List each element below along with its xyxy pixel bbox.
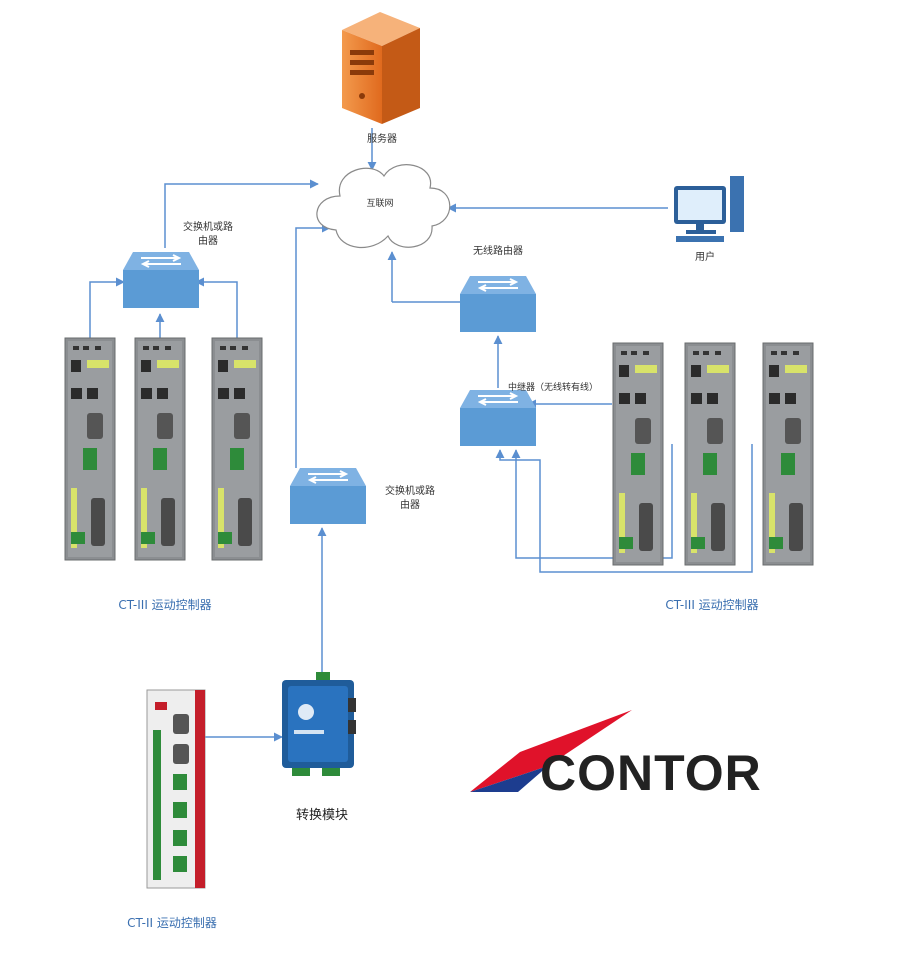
link-ct3r-2 <box>511 444 673 559</box>
switch-icon-top <box>122 251 200 309</box>
server-icon <box>342 12 420 124</box>
converter-label: 转换模块 <box>295 808 349 823</box>
ct2-label: CT-II 运动控制器 <box>127 916 217 930</box>
controller-icon <box>762 342 814 566</box>
contor-logo: CONTOR <box>470 710 762 801</box>
controller-icon-ct2 <box>146 689 206 889</box>
link-ct3l-3 <box>195 277 238 338</box>
svg-text:CONTOR: CONTOR <box>540 745 762 801</box>
computer-icon <box>674 176 744 242</box>
converter-icon <box>282 672 356 776</box>
connections <box>89 128 753 742</box>
switch-icon-wireless <box>459 275 537 333</box>
controller-icon <box>211 337 263 561</box>
repeater-label: 中继器（无线转有线） <box>508 383 599 393</box>
ct3-left-label: CT-III 运动控制器 <box>118 598 212 612</box>
ct3-right-label: CT-III 运动控制器 <box>665 598 759 612</box>
controller-icon <box>612 342 664 566</box>
link-switchmid-cloud <box>295 223 331 468</box>
link-ct3r-3 <box>495 444 753 573</box>
switch-mid-label-line1: 交换机或路 <box>385 486 435 497</box>
switch-mid-label-line2: 由器 <box>400 500 420 511</box>
controller-icon <box>684 342 736 566</box>
switch-icon-mid <box>289 467 367 525</box>
switch-icon-repeater <box>459 389 537 447</box>
user-label: 用户 <box>695 252 715 263</box>
switch-top-label-line1: 交换机或路 <box>183 222 233 233</box>
link-switch-cloud <box>164 179 319 248</box>
wireless-router-label: 无线路由器 <box>473 246 523 257</box>
server-label: 服务器 <box>367 134 397 145</box>
internet-label: 互联网 <box>366 199 394 209</box>
controller-icon <box>64 337 116 561</box>
controller-icon <box>134 337 186 561</box>
cloud-icon <box>316 164 451 249</box>
switch-top-label-line2: 由器 <box>198 236 218 247</box>
link-ct3l-1 <box>89 277 125 338</box>
